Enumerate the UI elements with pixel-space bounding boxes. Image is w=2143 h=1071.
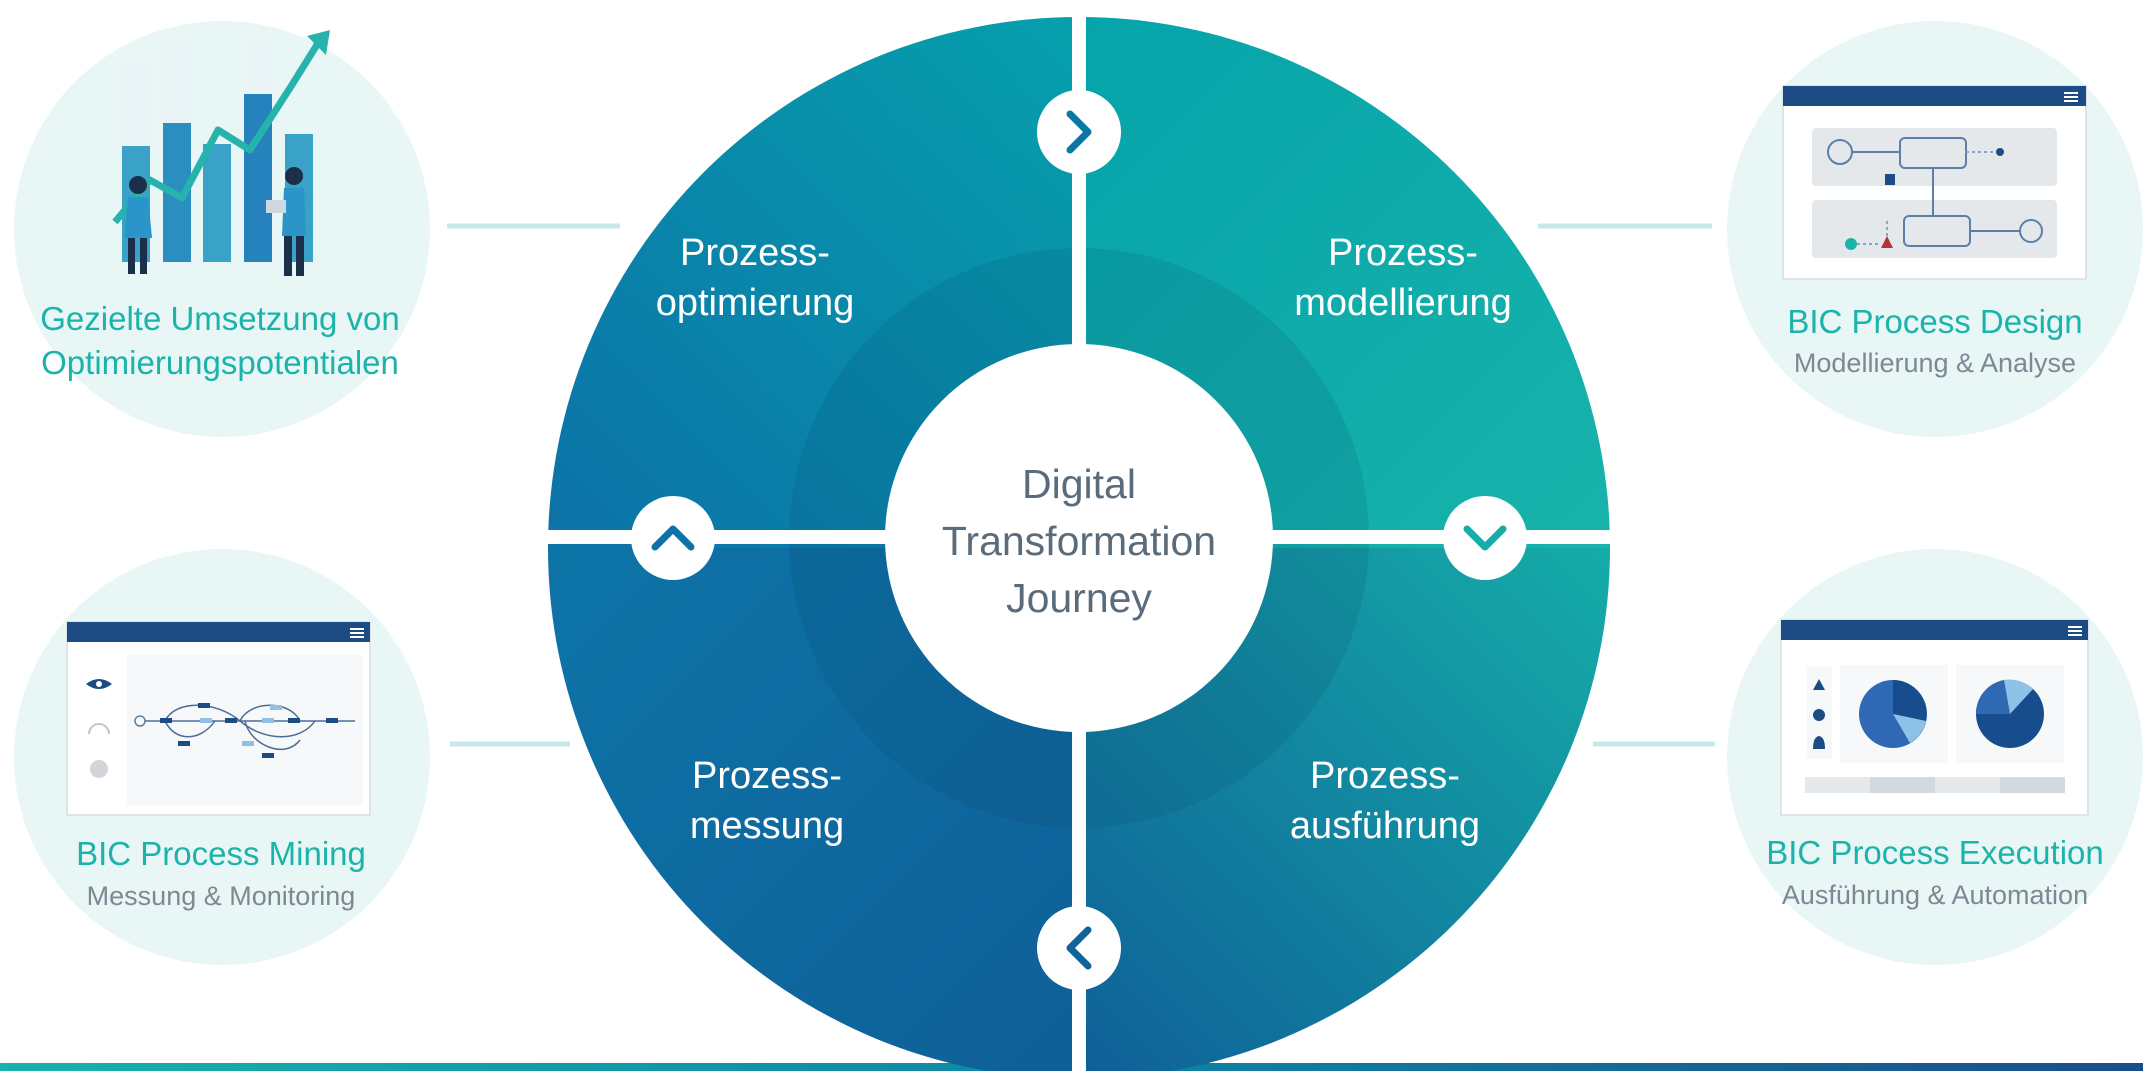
person-left-icon xyxy=(124,176,152,274)
menu-icon xyxy=(2068,626,2082,636)
center-line1: Digital xyxy=(1022,461,1136,507)
label-execution: Prozess- ausführung xyxy=(1235,751,1535,851)
label-optimization-line1: Prozess- xyxy=(680,232,830,274)
bell-icon xyxy=(1813,736,1825,749)
center-line3: Journey xyxy=(1006,575,1152,621)
eye-icon xyxy=(86,679,112,689)
pie-chart-left xyxy=(1859,680,1927,748)
chevron-right-badge xyxy=(1037,90,1121,174)
chevron-down-badge xyxy=(1443,496,1527,580)
menu-icon xyxy=(2064,92,2078,102)
pie-chart-right xyxy=(1975,679,2044,748)
circle-icon xyxy=(1813,709,1825,721)
label-optimization: Prozess- optimierung xyxy=(605,228,905,328)
wheel xyxy=(540,0,1620,1071)
chevron-left-badge xyxy=(1037,906,1121,990)
chevron-down-icon xyxy=(1463,525,1507,551)
triangle-icon xyxy=(1813,679,1825,690)
design-title: BIC Process Design xyxy=(1787,303,2083,340)
chevron-up-icon xyxy=(651,525,695,551)
label-modeling: Prozess- modellierung xyxy=(1253,228,1553,328)
optimization-caption-line1: Gezielte Umsetzung von xyxy=(40,300,400,337)
label-measurement-line1: Prozess- xyxy=(692,755,842,797)
execution-subtitle: Ausführung & Automation xyxy=(1781,880,2089,910)
design-subtitle: Modellierung & Analyse xyxy=(1793,348,2077,378)
label-optimization-line2: optimierung xyxy=(655,282,855,324)
label-measurement-line2: messung xyxy=(689,805,845,847)
growth-chart-illustration xyxy=(112,30,330,276)
chevron-right-icon xyxy=(1066,110,1092,154)
center-disk xyxy=(885,344,1273,732)
execution-title: BIC Process Execution xyxy=(1766,834,2104,871)
process-mining-window xyxy=(66,621,371,816)
label-execution-line1: Prozess- xyxy=(1310,755,1460,797)
label-modeling-line2: modellierung xyxy=(1294,282,1512,324)
label-measurement: Prozess- messung xyxy=(617,751,917,851)
label-modeling-line1: Prozess- xyxy=(1328,232,1478,274)
optimization-caption-line2: Optimierungspotentialen xyxy=(41,344,399,381)
optimization-caption: Gezielte Umsetzung von Optimierungspoten… xyxy=(0,297,440,385)
chevron-up-badge xyxy=(631,496,715,580)
process-execution-window xyxy=(1780,619,2089,816)
center-line2: Transformation xyxy=(941,518,1217,564)
mining-title: BIC Process Mining xyxy=(76,835,366,872)
mining-subtitle: Messung & Monitoring xyxy=(86,881,356,911)
person-right-icon xyxy=(266,167,306,276)
center-label: Digital Transformation Journey xyxy=(899,456,1259,627)
process-design-window xyxy=(1782,85,2087,280)
trend-arrow-icon xyxy=(112,38,323,225)
status-dot-icon xyxy=(90,760,108,778)
chevron-left-icon xyxy=(1066,926,1092,970)
label-execution-line2: ausführung xyxy=(1289,805,1481,847)
gauge-icon xyxy=(88,723,110,735)
menu-icon xyxy=(350,628,364,638)
